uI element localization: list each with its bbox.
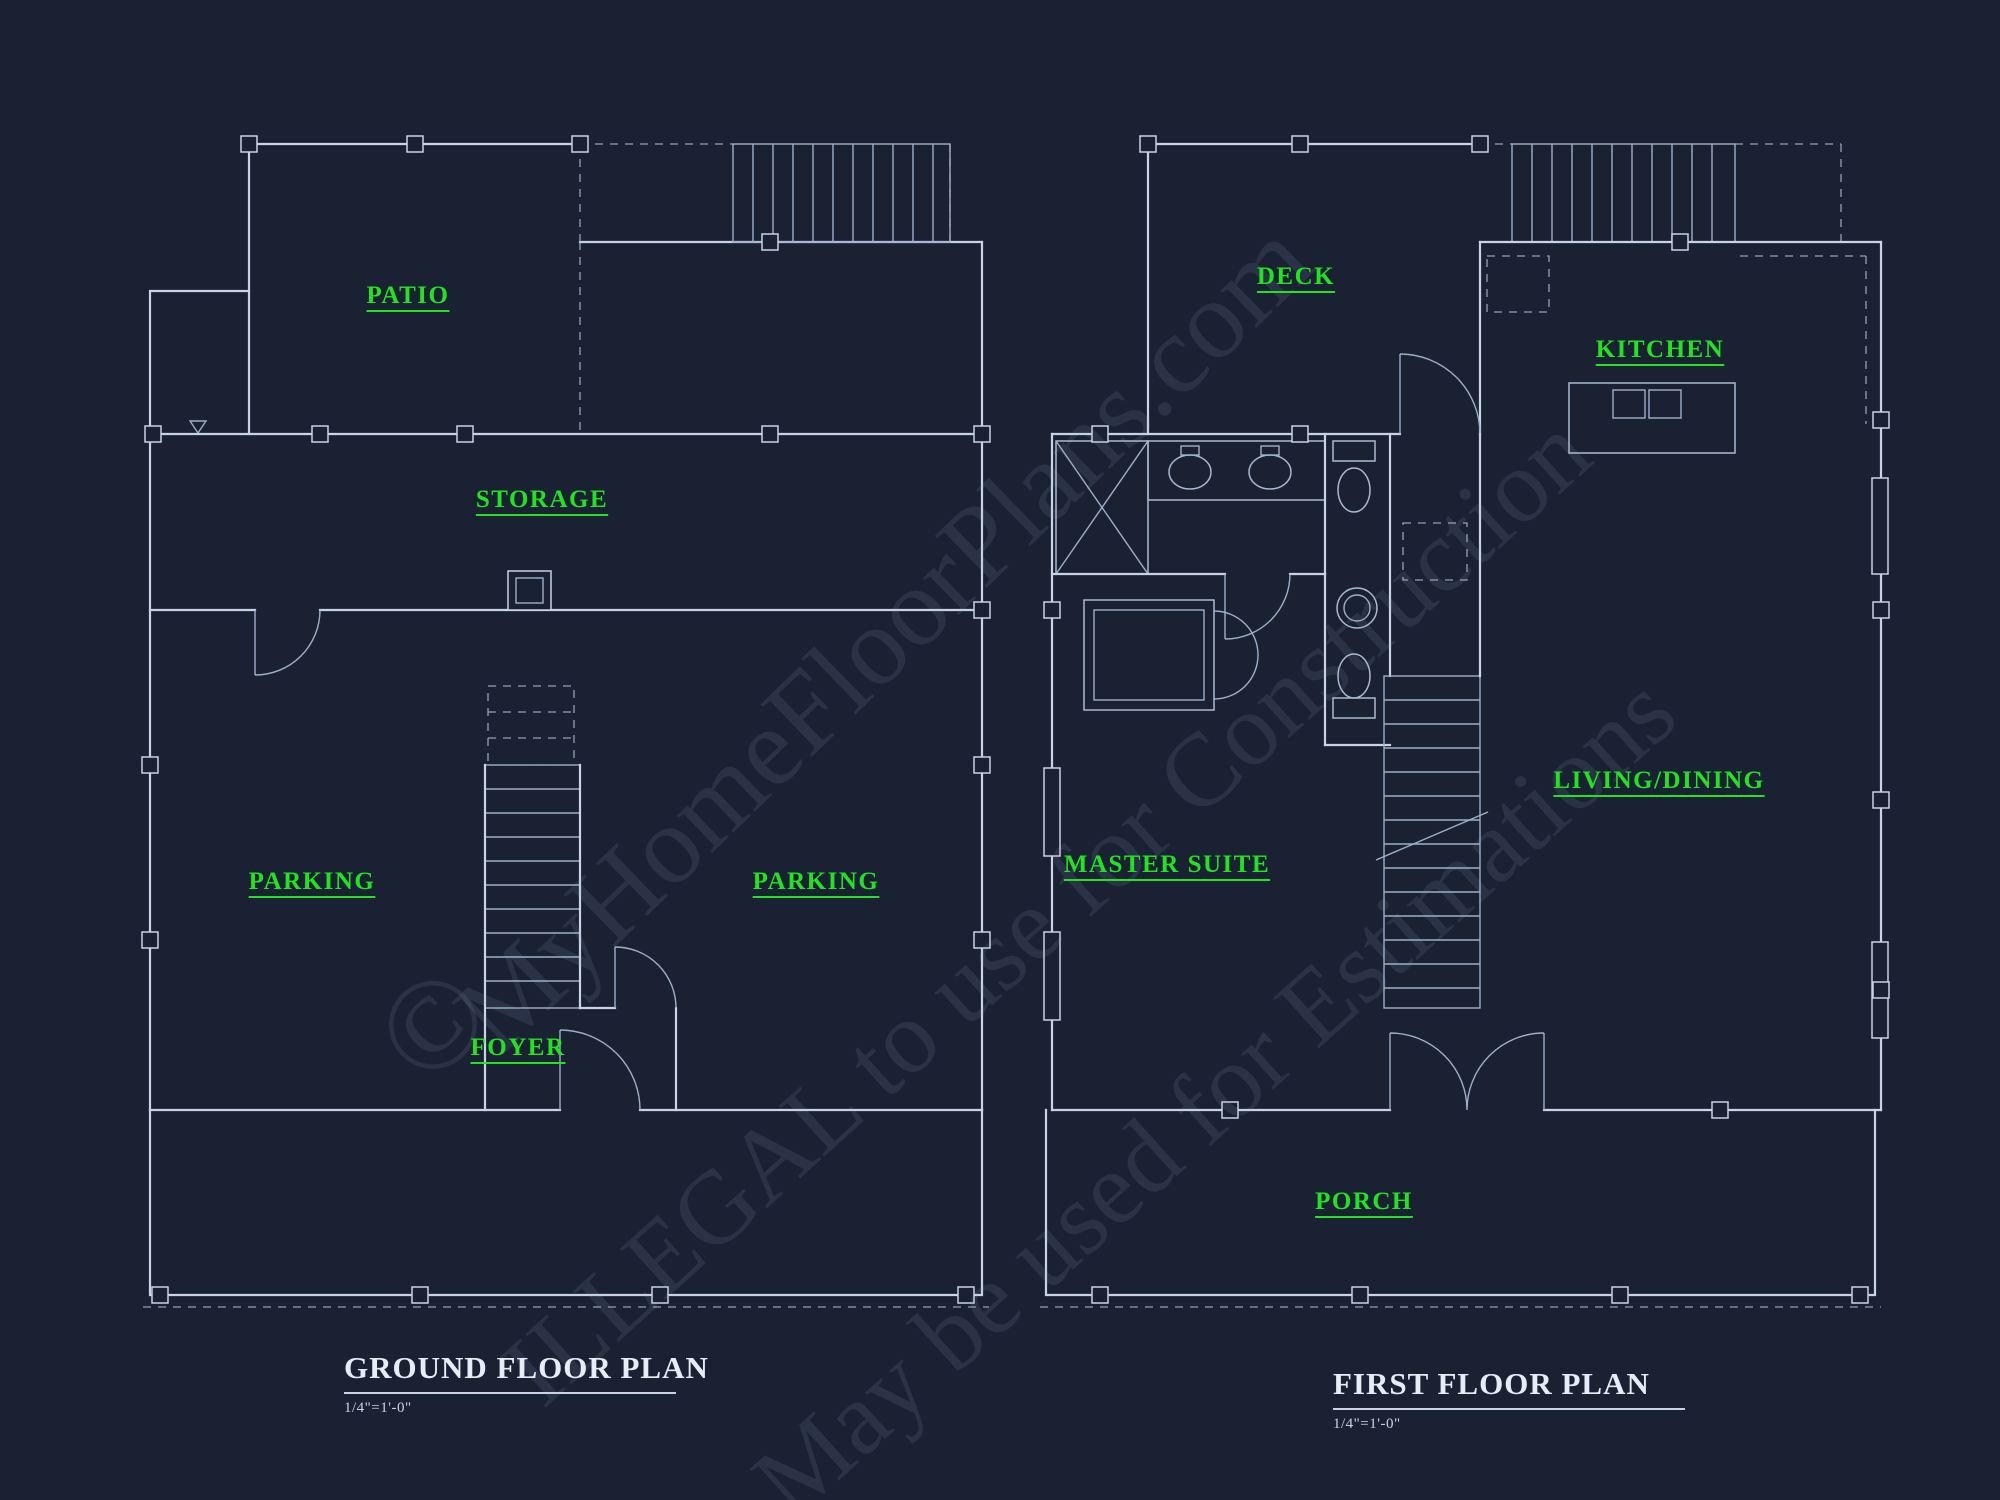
vanity-sinks xyxy=(1168,445,1292,490)
first-floor-scale: 1/4"=1'-0" xyxy=(1333,1416,1401,1432)
room-label-master-suite: MASTER SUITE xyxy=(1063,851,1271,878)
porch-outline-right xyxy=(1044,1108,1877,1297)
porch-posts-left xyxy=(151,1286,975,1304)
room-label-parking-right: PARKING xyxy=(752,868,880,895)
toilet-upper xyxy=(1332,440,1376,513)
room-label-porch: PORCH xyxy=(1315,1188,1413,1215)
exterior-stair-treads-right xyxy=(1531,144,1713,242)
master-closet-inner xyxy=(1093,609,1205,701)
exterior-stair-treads xyxy=(752,144,934,242)
exterior-stair-outline-right xyxy=(1511,143,1736,243)
room-label-storage: STORAGE xyxy=(475,486,609,513)
foyer-door-swing xyxy=(614,946,677,1009)
room-label-kitchen: KITCHEN xyxy=(1595,336,1725,363)
room-label-patio: PATIO xyxy=(366,282,450,309)
toilet-lower xyxy=(1332,653,1376,719)
porch-outline-left xyxy=(148,1108,984,1297)
vanity-counter xyxy=(1147,440,1326,501)
main-stair-outline xyxy=(1383,675,1481,1009)
first-floor-title: FIRST FLOOR PLAN xyxy=(1333,1366,1650,1401)
shower-glass-x xyxy=(1055,440,1149,575)
master-door-swing xyxy=(1224,573,1291,640)
patio-marker xyxy=(188,420,208,435)
wall-posts-right-plan xyxy=(1043,135,1890,1119)
storage-post-outer xyxy=(507,570,552,611)
deck-door-swing xyxy=(1399,353,1481,435)
room-label-living-dining: LIVING/DINING xyxy=(1553,767,1765,794)
ground-floor-scale: 1/4"=1'-0" xyxy=(344,1400,412,1416)
porch-posts-right xyxy=(1091,1286,1869,1304)
storage-door-swing xyxy=(254,609,321,676)
first-floor-linework xyxy=(1040,135,1890,1308)
master-closet xyxy=(1083,599,1215,711)
stair-break-line xyxy=(1375,811,1489,861)
kitchen-dashed-box xyxy=(1486,255,1550,313)
room-label-deck: DECK xyxy=(1256,263,1336,290)
patio-nook-walls xyxy=(148,289,251,436)
kitchen-sink xyxy=(1612,389,1682,419)
entry-double-door-swings xyxy=(1389,1032,1545,1111)
room-label-parking-left: PARKING xyxy=(248,868,376,895)
exterior-stair-outline xyxy=(732,143,951,243)
stair-above-dashed-treads xyxy=(488,711,574,739)
first-title-underline xyxy=(1333,1408,1685,1410)
ground-floor-linework xyxy=(141,135,991,1308)
ground-floor-title: GROUND FLOOR PLAN xyxy=(344,1350,709,1385)
storage-post-inner xyxy=(515,577,544,604)
interior-stair-outline xyxy=(484,764,581,1009)
interior-stair-treads xyxy=(485,788,580,982)
wall-posts-left-plan xyxy=(141,135,991,949)
powder-sink xyxy=(1336,587,1378,629)
stair-above-dashed xyxy=(487,685,575,766)
kitchen-cabinets-dashed xyxy=(1740,255,1867,424)
kitchen-island xyxy=(1568,382,1736,454)
ground-title-underline xyxy=(344,1392,676,1394)
closet-dashed xyxy=(1402,522,1468,581)
closet-door-swings xyxy=(1213,610,1259,700)
windows xyxy=(1043,477,1889,1039)
room-label-foyer: FOYER xyxy=(470,1034,566,1061)
main-stair-treads xyxy=(1384,699,1480,989)
entry-door-swing xyxy=(559,1029,641,1111)
